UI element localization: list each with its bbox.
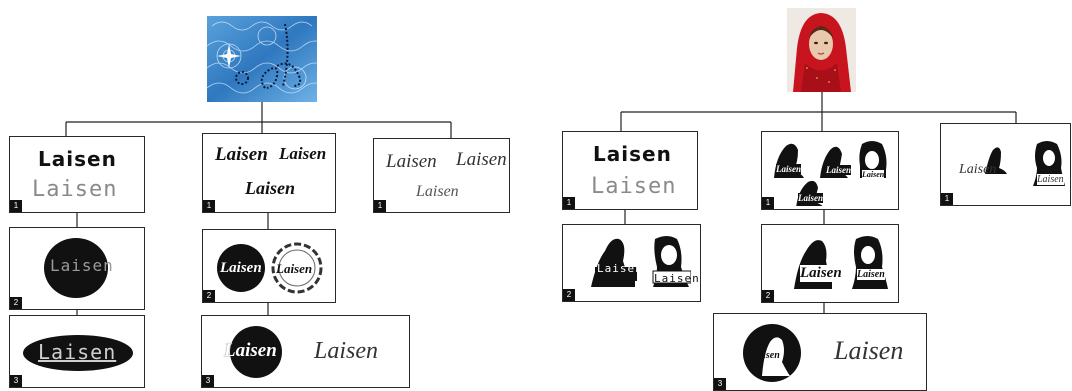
logo-word-set-b: Laisen bbox=[826, 165, 851, 175]
logo-box-final-script: Laisen Laisen 3 bbox=[201, 315, 410, 388]
logo-box-silhouette-set: Laisen Laisen Laisen Laisen 1 bbox=[761, 131, 899, 210]
logo-word-grunge: Laisen bbox=[32, 177, 117, 202]
logo-word-handwritten-a: Laisen bbox=[386, 151, 437, 173]
logo-word-in-circle: Laisen bbox=[50, 256, 114, 275]
logo-word-final-flourish-hijab: Laisen bbox=[834, 336, 903, 366]
logo-word-hijab-small: Laisen bbox=[1037, 174, 1064, 185]
pattern-source-image bbox=[207, 16, 317, 102]
logo-word-set-d: Laisen bbox=[798, 193, 823, 203]
hijab-silhouette-pair bbox=[784, 231, 894, 297]
logo-word-handwritten-b: Laisen bbox=[456, 149, 507, 171]
step-badge: 2 bbox=[762, 290, 774, 302]
logo-box-black-circle: Laisen 2 bbox=[9, 227, 145, 310]
logo-box-final-hijab: Laisen Laisen 3 bbox=[713, 313, 927, 391]
logo-word-final-circle: Laisen bbox=[224, 340, 277, 362]
logo-word-banner: Laisen bbox=[597, 262, 643, 275]
logo-word-final-flourish: Laisen bbox=[314, 338, 378, 365]
logo-word-set-c: Laisen bbox=[862, 170, 884, 179]
logo-box-bold-grunge: Laisen Laisen 1 bbox=[9, 136, 145, 213]
headscarf-source-image bbox=[787, 8, 856, 92]
logo-word-final-circle-hijab: Laisen bbox=[752, 350, 780, 361]
logo-word-script-a: Laisen bbox=[215, 144, 268, 166]
logo-word-pair-a: Laisen bbox=[800, 265, 842, 282]
logo-box-badges: Laisen Laisen 2 bbox=[202, 229, 336, 303]
logo-word-set-a: Laisen bbox=[776, 164, 801, 174]
logo-word-grunge: Laisen bbox=[591, 174, 676, 199]
logo-word-script-c: Laisen bbox=[245, 178, 295, 199]
logo-box-handwritten: Laisen Laisen Laisen 1 bbox=[373, 138, 510, 213]
logo-word-badge-ring: Laisen bbox=[276, 261, 312, 277]
step-badge: 3 bbox=[714, 378, 726, 390]
logo-word-hijab-handwritten: Laisen bbox=[959, 162, 996, 178]
step-badge: 2 bbox=[10, 297, 22, 309]
step-badge: 1 bbox=[374, 200, 386, 212]
step-badge: 1 bbox=[941, 193, 953, 205]
logo-word-badge-solid: Laisen bbox=[220, 260, 262, 277]
logo-word-bold: Laisen bbox=[593, 142, 672, 166]
logo-box-silhouette-banner: Laisen Laisen 2 bbox=[562, 224, 701, 302]
step-badge: 1 bbox=[563, 197, 575, 209]
step-badge: 1 bbox=[203, 200, 215, 212]
logo-box-oval: Laisen 3 bbox=[9, 315, 145, 388]
logo-word-bold: Laisen bbox=[38, 147, 117, 171]
step-badge: 2 bbox=[563, 289, 575, 301]
logo-box-script-variants: Laisen Laisen Laisen 1 bbox=[202, 133, 336, 213]
step-badge: 1 bbox=[10, 200, 22, 212]
logo-box-silhouette-pair: Laisen Laisen 2 bbox=[761, 224, 899, 303]
logo-word-hijab-frame: Laisen bbox=[654, 272, 700, 285]
logo-word-script-b: Laisen bbox=[279, 144, 326, 164]
logo-word-pair-b: Laisen bbox=[857, 269, 885, 280]
logo-word-in-oval: Laisen bbox=[38, 340, 116, 364]
step-badge: 1 bbox=[762, 197, 774, 209]
step-badge: 3 bbox=[202, 375, 214, 387]
step-badge: 3 bbox=[10, 375, 22, 387]
logo-word-handwritten-c: Laisen bbox=[416, 183, 459, 201]
logo-box-hijab-handwritten: Laisen Laisen 1 bbox=[940, 123, 1071, 206]
logo-box-bold-grunge-2: Laisen Laisen 1 bbox=[562, 131, 698, 210]
step-badge: 2 bbox=[203, 290, 215, 302]
